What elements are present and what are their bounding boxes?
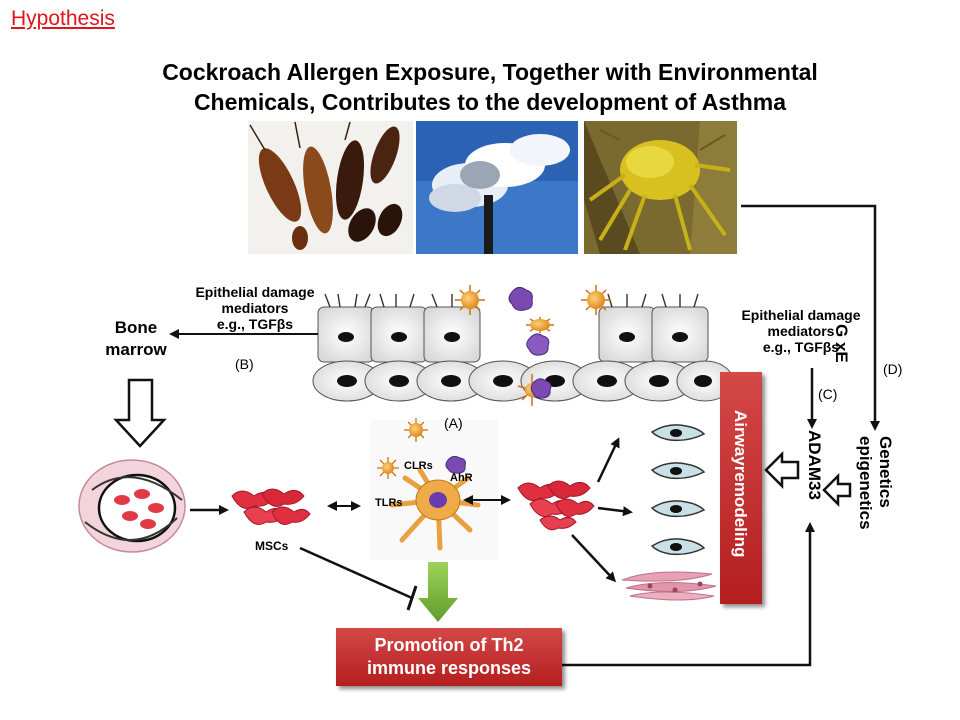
epithelial-mediators-left: Epithelial damage mediators e.g., TGFβs bbox=[195, 284, 315, 332]
fibroblast-cells bbox=[650, 424, 706, 556]
th2-promotion-box: Promotion of Th2 immune responses bbox=[336, 628, 562, 686]
msc-cluster-right bbox=[517, 480, 595, 531]
hypothesis-heading: Hypothesis bbox=[11, 7, 115, 30]
epithelial-mediators-right: Epithelial damage mediators e.g., TGFβs bbox=[741, 307, 861, 355]
fibroblast-2 bbox=[650, 462, 706, 480]
arrow-msc-to-smooth-muscle bbox=[571, 534, 617, 583]
smokestack-photo bbox=[416, 121, 578, 254]
airway-remodeling-label: Airwayremodeling bbox=[731, 410, 750, 558]
green-down-arrow bbox=[418, 562, 458, 622]
label-d: (D) bbox=[883, 361, 903, 377]
adam33-label: ADAM33 bbox=[805, 430, 824, 500]
purple-allergen-1 bbox=[508, 286, 533, 311]
basal-cells bbox=[312, 360, 734, 402]
fibroblast-4 bbox=[650, 538, 706, 556]
label-a: (A) bbox=[444, 415, 463, 431]
th2-to-adam33-arrow bbox=[562, 522, 815, 667]
dc-ahr-ligand bbox=[445, 455, 466, 474]
columnar-cells bbox=[317, 293, 709, 363]
mscs-label: MSCs bbox=[255, 539, 289, 553]
purple-allergen-2 bbox=[526, 333, 550, 356]
clrs-label: CLRs bbox=[404, 460, 433, 472]
allergen-particle-2 bbox=[581, 285, 611, 315]
bone-marrow-down-arrow bbox=[113, 378, 167, 448]
title-line-1: Cockroach Allergen Exposure, Together wi… bbox=[162, 59, 818, 85]
genetics-epigenetics-label: Genetics epigenetics bbox=[856, 436, 895, 530]
purple-allergen-3 bbox=[530, 378, 552, 399]
dc-allergen-top bbox=[404, 418, 428, 442]
genetics-to-adam33-arrow bbox=[822, 472, 852, 508]
title-line-2: Chemicals, Contributes to the developmen… bbox=[193, 89, 787, 115]
epithelium bbox=[312, 293, 734, 402]
dendritic-cell-panel bbox=[370, 418, 498, 560]
tlrs-label: TLRs bbox=[375, 497, 403, 509]
allergen-particle-1 bbox=[455, 285, 485, 315]
fibroblast-1 bbox=[650, 424, 706, 442]
ahr-label: AhR bbox=[450, 472, 473, 484]
dc-allergen-left bbox=[377, 457, 399, 479]
cockroach-photo bbox=[248, 121, 413, 254]
label-c: (C) bbox=[818, 386, 838, 402]
allergen-particle-3 bbox=[526, 317, 554, 333]
dust-mite-photo bbox=[584, 121, 737, 254]
smooth-muscle-cells bbox=[621, 571, 717, 601]
fibroblast-3 bbox=[650, 500, 706, 518]
allergen-particles bbox=[455, 285, 611, 406]
arrow-msc-to-right bbox=[597, 506, 633, 517]
airway-remodeling-box: Airwayremodeling bbox=[720, 372, 762, 604]
bone-marrow-section bbox=[78, 459, 186, 553]
label-b: (B) bbox=[235, 356, 254, 372]
slide-title: Cockroach Allergen Exposure, Together wi… bbox=[60, 57, 920, 117]
gxe-connector-arrow bbox=[741, 204, 880, 431]
msc-inhibition-line bbox=[299, 546, 413, 600]
msc-cluster-left bbox=[231, 488, 311, 525]
inhibition-bar bbox=[406, 585, 418, 611]
gxe-label: G xE bbox=[832, 324, 851, 363]
adam33-to-remodeling-arrow bbox=[764, 450, 800, 490]
arrow-msc-to-up bbox=[596, 437, 620, 483]
bone-marrow-label: Bone marrow bbox=[105, 318, 167, 359]
